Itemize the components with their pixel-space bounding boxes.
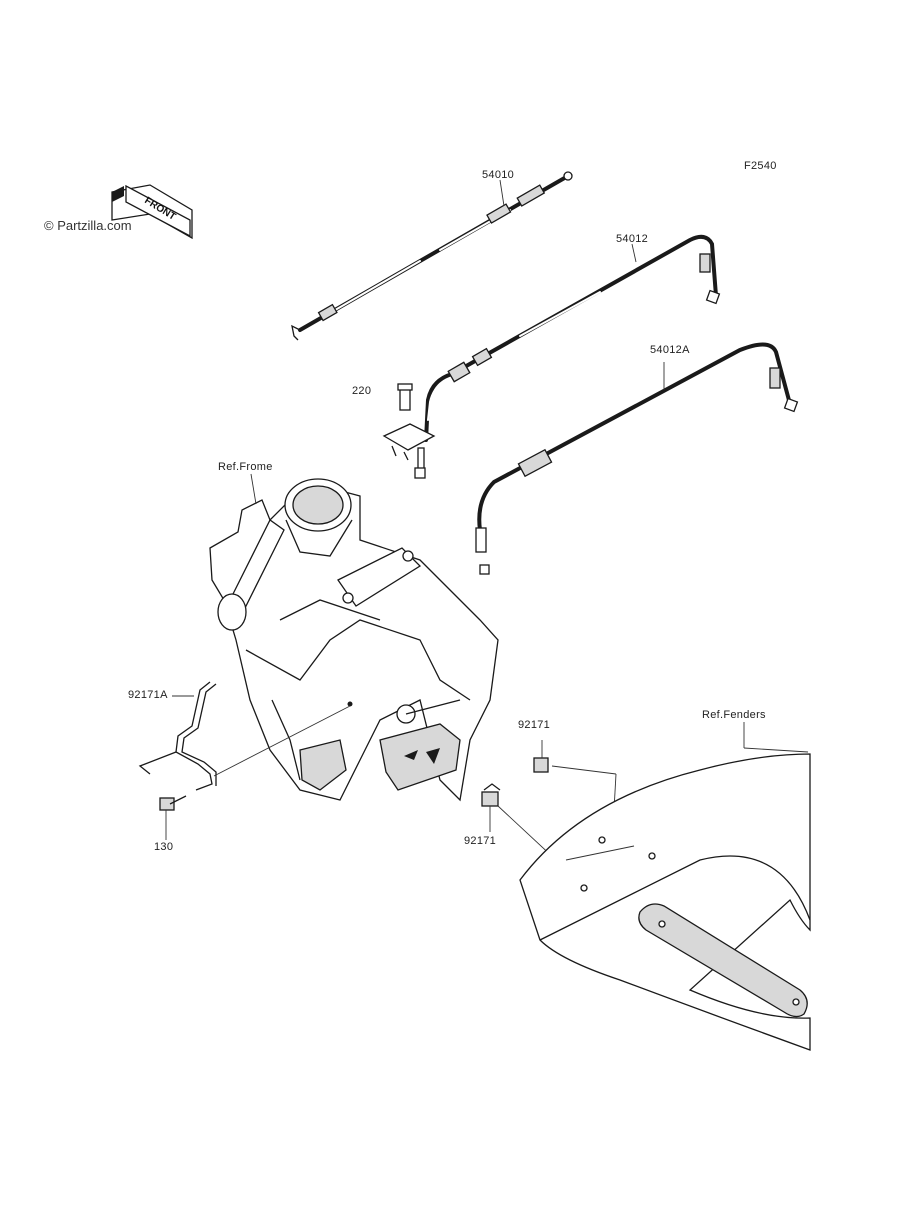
label-54010: 54010 — [482, 169, 515, 181]
label-ref-frame: Ref.Frome — [218, 461, 273, 473]
label-92171-bottom: 92171 — [464, 835, 497, 847]
label-54012a: 54012A — [650, 344, 690, 356]
figure-code: F2540 — [744, 160, 777, 172]
cable-54012 — [382, 234, 721, 479]
watermark-text: © Partzilla.com — [44, 218, 132, 233]
label-220: 220 — [352, 385, 372, 397]
label-54012: 54012 — [616, 233, 649, 245]
label-130: 130 — [154, 841, 174, 853]
label-ref-fenders: Ref.Fenders — [702, 709, 766, 721]
label-92171a: 92171A — [128, 689, 168, 701]
label-92171-top: 92171 — [518, 719, 551, 731]
cable-54010 — [291, 171, 573, 341]
frame-assembly — [209, 473, 499, 802]
front-direction-badge: FRONT — [111, 184, 193, 240]
clips-92171 — [481, 740, 617, 887]
clamp-92171a — [138, 681, 351, 840]
rear-fender — [519, 722, 811, 1051]
cable-54012a — [475, 342, 799, 575]
